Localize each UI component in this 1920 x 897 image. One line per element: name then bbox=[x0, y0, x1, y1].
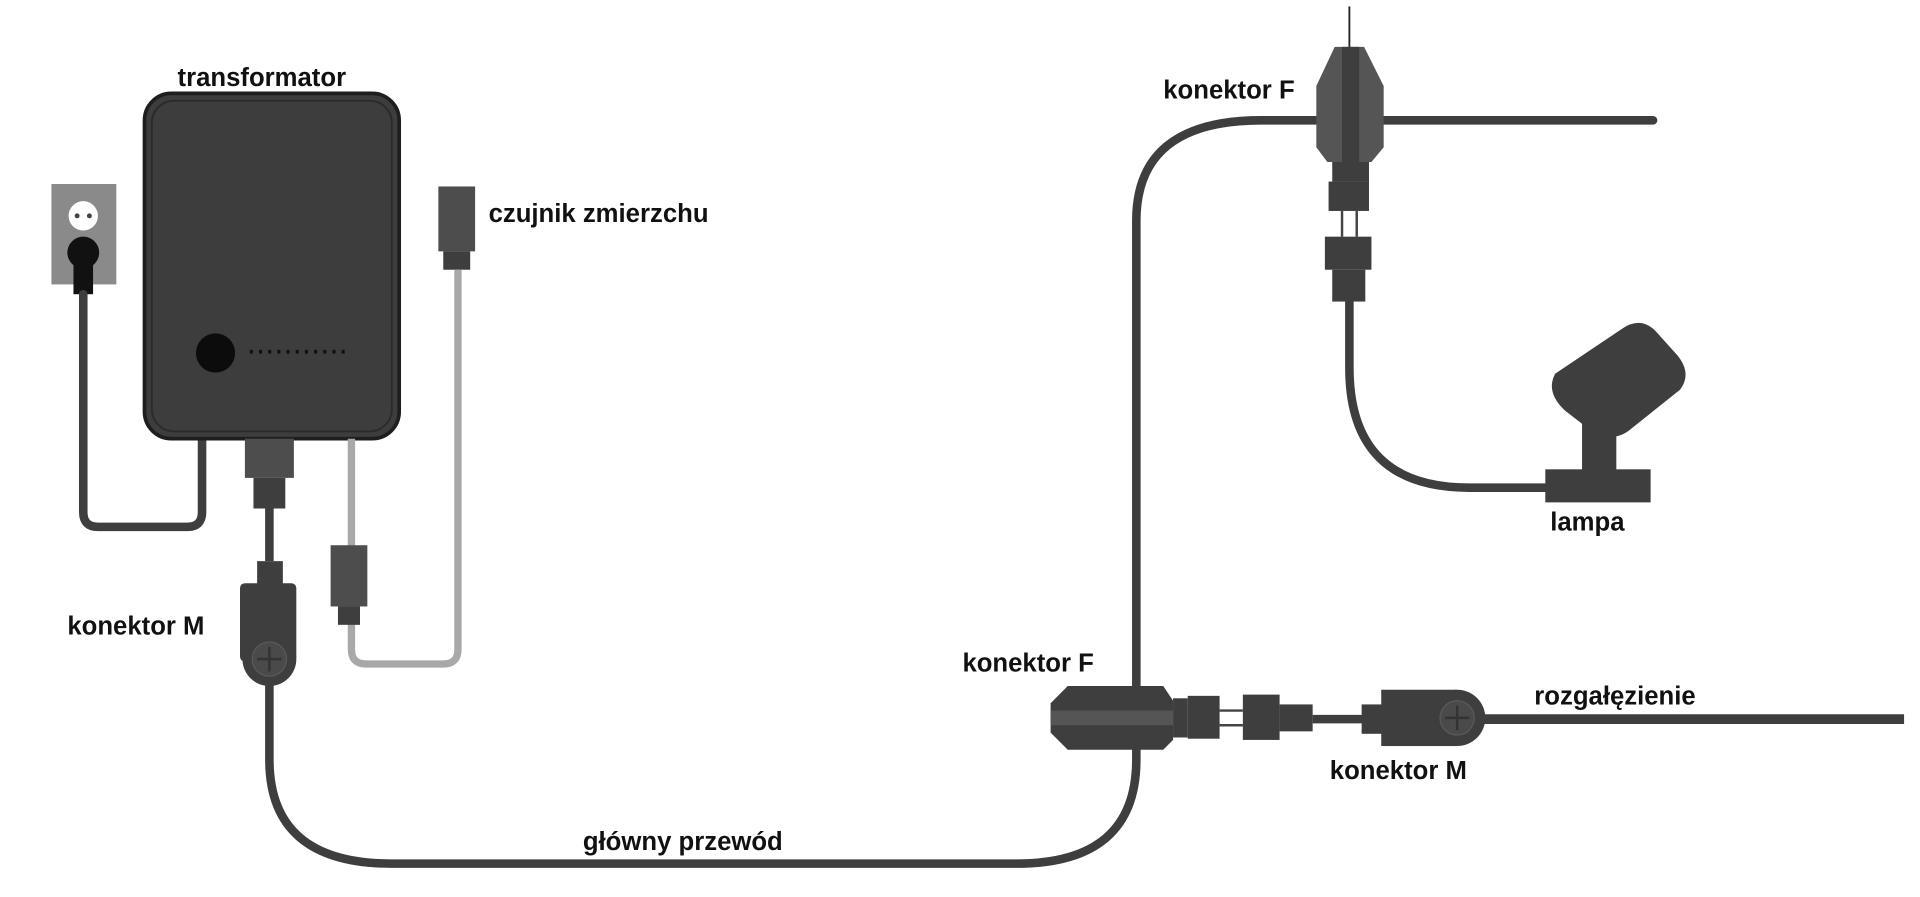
label-connector-m-right: konektor M bbox=[1330, 757, 1467, 785]
main-cable bbox=[265, 116, 1658, 868]
label-lamp: lampa bbox=[1550, 509, 1625, 537]
label-connector-m-left: konektor M bbox=[67, 613, 204, 641]
lamp-cable bbox=[1345, 297, 1550, 492]
connector-m-right-icon bbox=[1361, 689, 1486, 747]
wall-outlet-icon bbox=[51, 184, 117, 295]
label-transformer: transformator bbox=[178, 64, 347, 92]
connector-f-bottom-icon bbox=[1050, 686, 1313, 750]
power-cable bbox=[78, 289, 207, 532]
dusk-sensor-icon bbox=[330, 186, 476, 668]
transformer-icon bbox=[142, 91, 402, 441]
connector-f-top-icon bbox=[1316, 6, 1384, 302]
label-branch: rozgałęzienie bbox=[1534, 682, 1695, 710]
label-dusk-sensor: czujnik zmierzchu bbox=[489, 200, 709, 228]
connector-m-left-icon bbox=[240, 438, 297, 687]
label-connector-f-top: konektor F bbox=[1163, 76, 1294, 104]
label-main-cable: główny przewód bbox=[583, 828, 783, 856]
lamp-icon bbox=[1545, 322, 1686, 503]
label-connector-f-bottom: konektor F bbox=[962, 649, 1093, 677]
